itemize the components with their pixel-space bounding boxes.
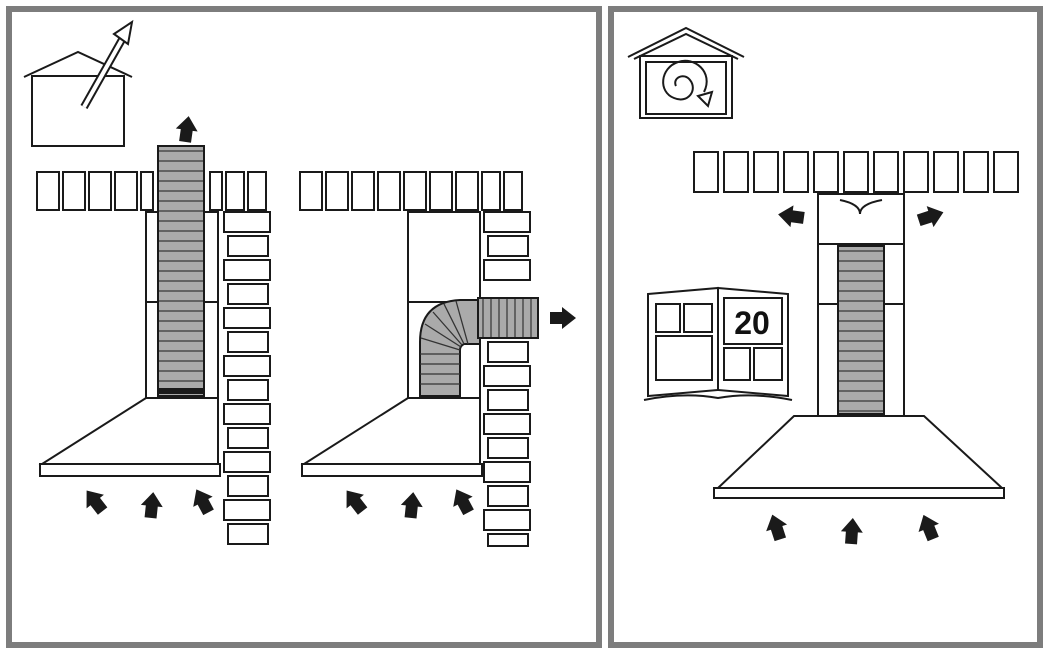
ceiling-bricks [36,171,267,211]
exhaust-arrow [174,114,200,144]
recirculation-mode-drawing: 20 [627,26,1019,545]
intake-arrow [399,490,425,520]
hood-canopy [300,397,481,465]
intake-arrow [446,484,479,518]
house-recirculation-icon [627,26,745,119]
hood-canopy [715,415,1005,489]
exhaust-duct [477,297,539,339]
house-outside-vent-icon [23,19,134,147]
intake-arrow [913,510,944,544]
exhaust-duct [157,145,205,397]
ceiling-bricks [299,171,523,211]
recirculation-duct [837,245,885,415]
outflow-arrow [915,201,947,231]
intake-arrow [186,484,219,518]
outflow-arrow [776,203,806,229]
side-wall-bricks [483,211,531,547]
ceiling-bricks [693,151,1019,193]
intake-arrow [337,483,372,518]
intake-arrow [139,490,165,520]
vertical-duct-exhaust-variant [36,114,271,545]
intake-arrow [840,517,864,545]
extraction-mode-drawing [23,19,576,547]
side-wall-bricks [223,211,271,545]
intake-arrow [77,483,112,518]
hood-canopy [38,397,219,465]
recirculation-mode-panel: 20 [608,6,1043,648]
intake-arrow [761,511,791,543]
side-wall-duct-exhaust-variant [299,171,576,547]
manual-book-icon: 20 [643,286,793,401]
extraction-mode-panel [6,6,602,648]
manual-page-number: 20 [734,305,770,341]
exhaust-arrow [550,307,576,329]
